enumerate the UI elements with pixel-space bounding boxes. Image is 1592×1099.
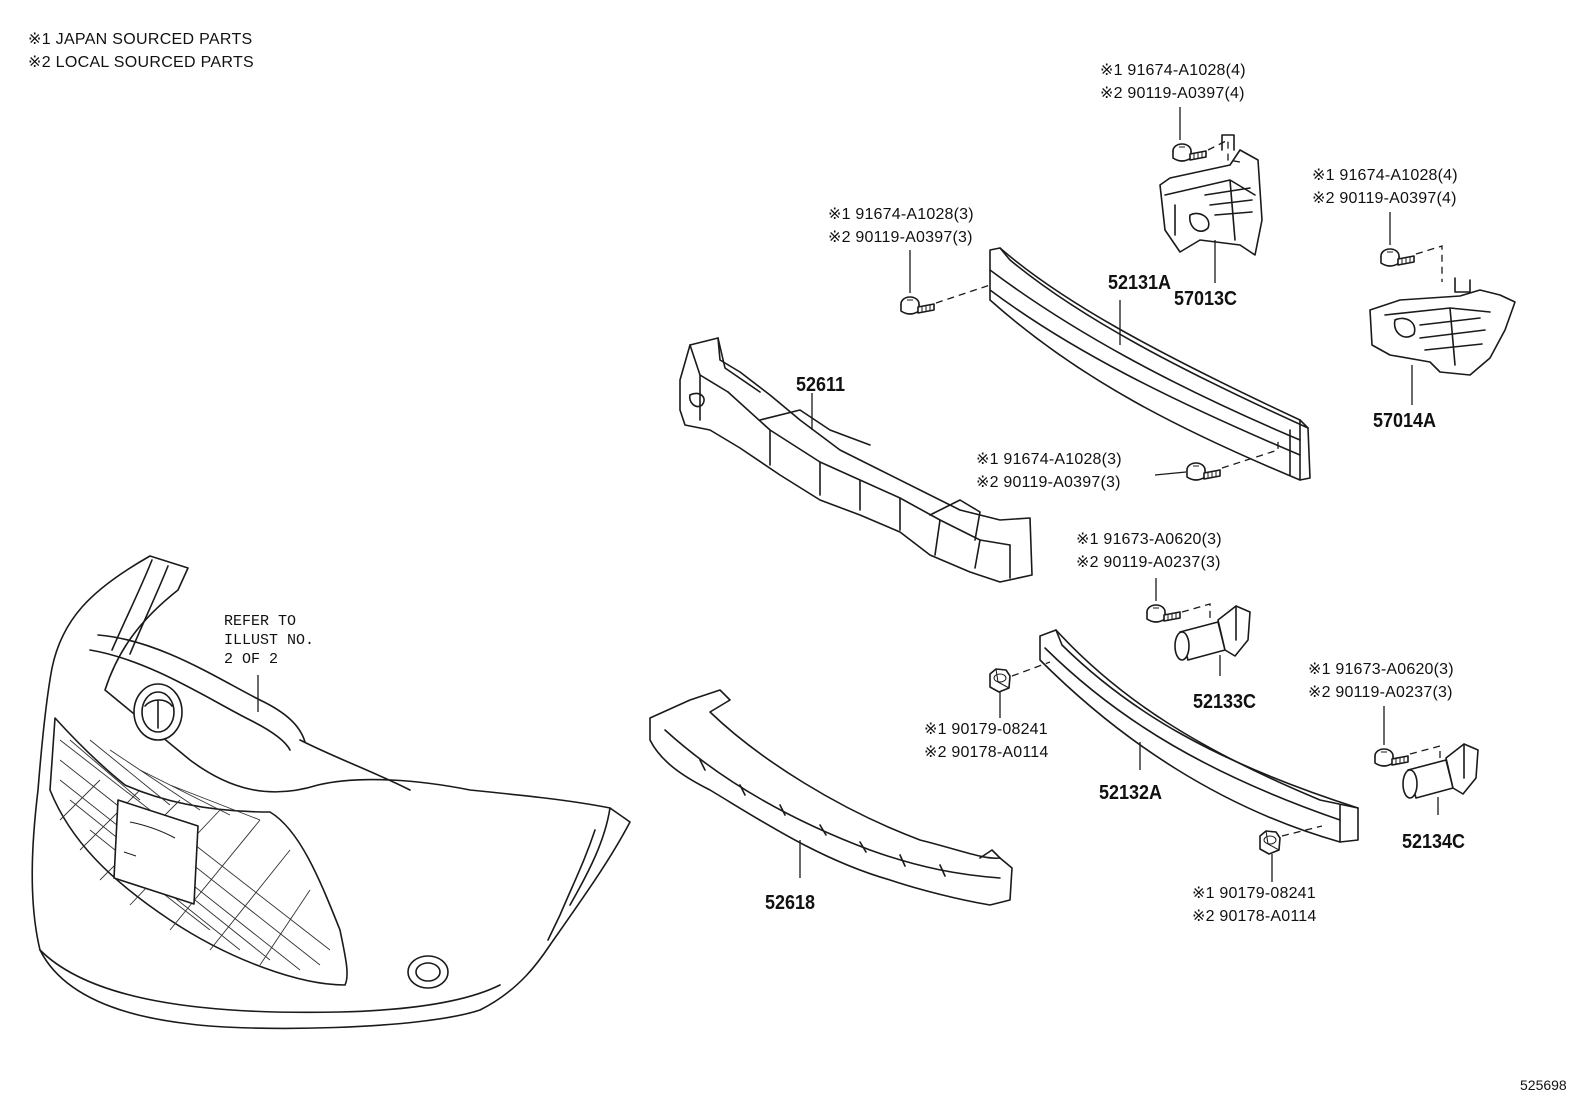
fastener-label-52132A-left: ※1 90179-08241 ※2 90178-A0114	[924, 722, 1048, 768]
refer-line-1: REFER TO	[224, 613, 297, 630]
fastener-jp: ※1 91674-A1028(3)	[976, 451, 1122, 468]
fastener-label-52131A-right: ※1 91674-A1028(3) ※2 90119-A0397(3)	[976, 452, 1122, 498]
part-label-52133C: 52133C	[1193, 691, 1257, 713]
fastener-jp: ※1 90179-08241	[924, 721, 1048, 738]
part-label-57013C: 57013C	[1174, 288, 1238, 310]
bolt-57014A	[1380, 212, 1443, 282]
retainer-52134C	[1402, 743, 1479, 815]
part-label-57014A: 57014A	[1373, 410, 1437, 432]
nut-52132A-right	[1259, 825, 1323, 882]
retainer-52133C	[1174, 605, 1251, 676]
fastener-local: ※2 90178-A0114	[1192, 908, 1317, 925]
fastener-local: ※2 90119-A0397(4)	[1100, 85, 1245, 102]
absorber-52618	[649, 689, 1013, 906]
part-label-52132A: 52132A	[1099, 782, 1163, 804]
note-local-sourced: ※2 LOCAL SOURCED PARTS	[28, 54, 254, 71]
part-label-52618: 52618	[765, 892, 816, 914]
fastener-local: ※2 90119-A0237(3)	[1308, 684, 1453, 701]
fastener-local: ※2 90119-A0397(3)	[828, 229, 973, 246]
front-bumper-cover	[31, 555, 631, 1030]
fastener-jp: ※1 90179-08241	[1192, 885, 1316, 902]
fastener-jp: ※1 91674-A1028(3)	[828, 206, 974, 223]
fastener-label-52131A-left: ※1 91674-A1028(3) ※2 90119-A0397(3)	[828, 207, 974, 253]
illustration-number: 525698	[1520, 1077, 1567, 1093]
fastener-jp: ※1 91674-A1028(4)	[1100, 62, 1246, 79]
bolt-52133C	[1146, 578, 1211, 623]
part-label-52131A: 52131A	[1108, 272, 1172, 294]
fastener-label-52133C: ※1 91673-A0620(3) ※2 90119-A0237(3)	[1076, 532, 1222, 578]
bolt-57013C	[1172, 107, 1241, 163]
refer-note: REFER TO ILLUST NO. 2 OF 2	[224, 612, 314, 669]
fastener-label-52132A-right: ※1 90179-08241 ※2 90178-A0114	[1192, 886, 1316, 932]
fastener-label-57013C: ※1 91674-A1028(4) ※2 90119-A0397(4)	[1100, 63, 1246, 109]
fastener-label-52134C: ※1 91673-A0620(3) ※2 90119-A0237(3)	[1308, 662, 1454, 708]
bracket-57014A	[1369, 277, 1516, 405]
part-label-52134C: 52134C	[1402, 831, 1466, 853]
part-label-52611: 52611	[796, 374, 846, 396]
absorber-52611	[679, 337, 1033, 583]
fastener-jp: ※1 91673-A0620(3)	[1308, 661, 1454, 678]
nut-52132A-left	[989, 661, 1051, 718]
reinforcement-52131A	[989, 247, 1311, 481]
bolt-52131A-right	[1154, 438, 1279, 481]
refer-line-3: 2 OF 2	[224, 651, 279, 668]
bolt-52134C	[1374, 706, 1441, 767]
fastener-local: ※2 90119-A0397(3)	[976, 474, 1121, 491]
note-japan-sourced: ※1 JAPAN SOURCED PARTS	[28, 31, 253, 48]
fastener-label-57014A: ※1 91674-A1028(4) ※2 90119-A0397(4)	[1312, 168, 1458, 214]
bolt-52131A-left	[900, 250, 991, 315]
fastener-local: ※2 90119-A0397(4)	[1312, 190, 1457, 207]
reinforcement-52132A	[1039, 629, 1359, 843]
fastener-jp: ※1 91674-A1028(4)	[1312, 167, 1458, 184]
fastener-local: ※2 90178-A0114	[924, 744, 1049, 761]
fastener-local: ※2 90119-A0237(3)	[1076, 554, 1221, 571]
fastener-jp: ※1 91673-A0620(3)	[1076, 531, 1222, 548]
refer-line-2: ILLUST NO.	[224, 632, 315, 649]
